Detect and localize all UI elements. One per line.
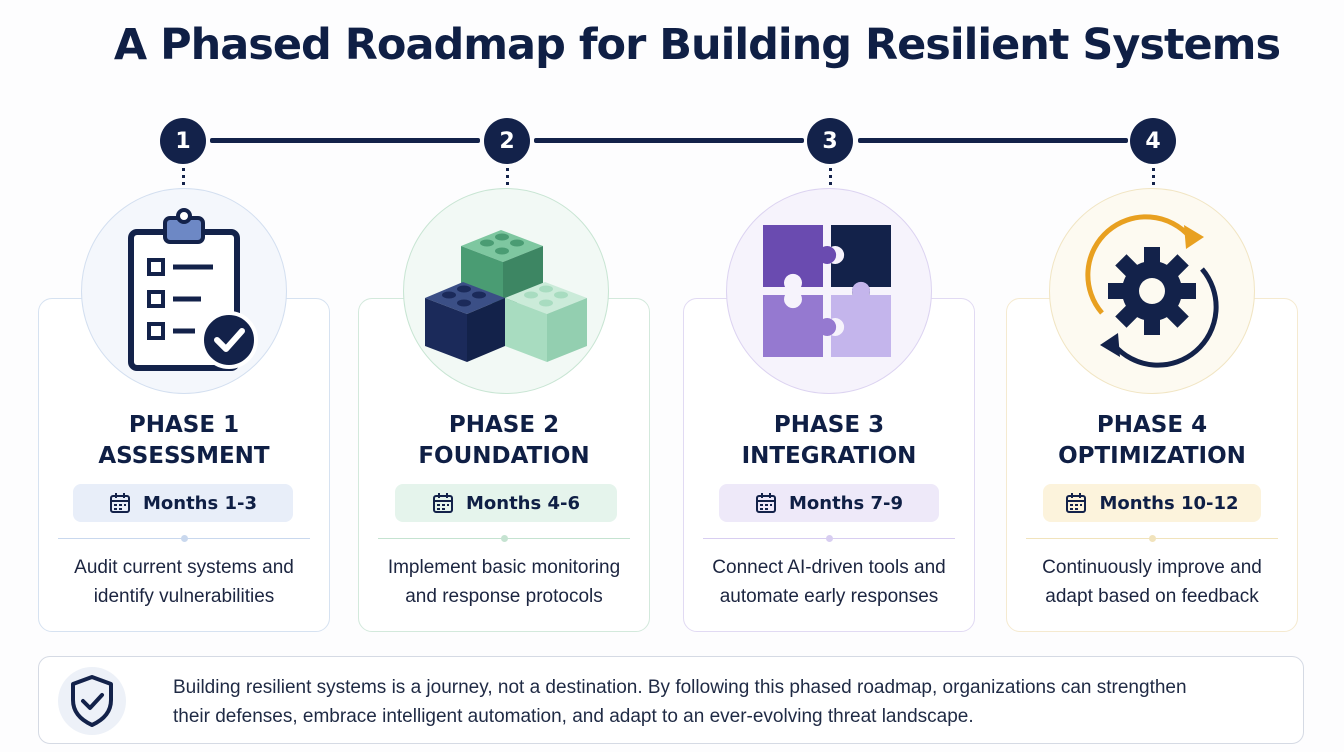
description-line: Audit current systems and — [74, 557, 294, 578]
step-number-3: 3 — [807, 118, 853, 164]
shield-check-icon — [58, 667, 126, 735]
phase-icon-circle-1 — [81, 188, 287, 394]
dotted-connector — [829, 168, 832, 190]
phase-label: PHASE 1 — [128, 412, 240, 438]
phase-name: OPTIMIZATION — [1058, 443, 1246, 469]
description-line: Connect AI-driven tools and — [712, 557, 946, 578]
calendar-icon — [109, 493, 130, 513]
duration-badge-4: Months 10-12 — [1043, 484, 1261, 522]
puzzle-pieces-icon — [763, 225, 891, 357]
step-number-1: 1 — [160, 118, 206, 164]
phase-icon-circle-3 — [726, 188, 932, 394]
calendar-icon — [755, 493, 776, 513]
duration-label: Months 7-9 — [788, 492, 903, 514]
phase-icon-circle-2 — [403, 188, 609, 394]
dotted-connector — [1152, 168, 1155, 190]
description-line: automate early responses — [719, 586, 939, 607]
duration-badge-2: Months 4-6 — [395, 484, 617, 522]
phase-title-4: PHASE 4 OPTIMIZATION — [1006, 410, 1298, 472]
timeline-connector — [210, 138, 480, 143]
phase-name: INTEGRATION — [741, 443, 917, 469]
card-divider — [703, 535, 955, 542]
phase-card-1 — [38, 298, 330, 632]
calendar-icon — [432, 493, 453, 513]
phase-name: ASSESSMENT — [98, 443, 270, 469]
clipboard-checklist-icon — [128, 208, 258, 371]
gear-cycle-icon — [1085, 214, 1219, 368]
phase-label: PHASE 3 — [773, 412, 885, 438]
phase-icon-circle-4 — [1049, 188, 1255, 394]
card-divider — [1026, 535, 1278, 542]
phase-description-1: Audit current systems and identify vulne… — [38, 553, 330, 611]
phase-label: PHASE 4 — [1096, 412, 1208, 438]
step-number-4: 4 — [1130, 118, 1176, 164]
phase-title-3: PHASE 3 INTEGRATION — [683, 410, 975, 472]
building-blocks-icon — [425, 230, 587, 362]
phase-description-2: Implement basic monitoring and response … — [358, 553, 650, 611]
phase-title-2: PHASE 2 FOUNDATION — [358, 410, 650, 472]
dotted-connector — [506, 168, 509, 190]
description-line: adapt based on feedback — [1045, 586, 1259, 607]
step-number-2: 2 — [484, 118, 530, 164]
phase-name: FOUNDATION — [418, 443, 590, 469]
description-line: Implement basic monitoring — [387, 557, 621, 578]
phase-title-1: PHASE 1 ASSESSMENT — [38, 410, 330, 472]
timeline-connector — [534, 138, 804, 143]
description-line: identify vulnerabilities — [93, 586, 275, 607]
timeline-connector — [858, 138, 1128, 143]
phase-description-3: Connect AI-driven tools and automate ear… — [683, 553, 975, 611]
duration-label: Months 4-6 — [465, 492, 580, 514]
card-divider — [378, 535, 630, 542]
card-divider — [58, 535, 310, 542]
calendar-icon — [1066, 493, 1087, 513]
phase-description-4: Continuously improve and adapt based on … — [1006, 553, 1298, 611]
dotted-connector — [182, 168, 185, 190]
page-title: A Phased Roadmap for Building Resilient … — [113, 20, 1281, 70]
phase-label: PHASE 2 — [448, 412, 560, 438]
duration-badge-1: Months 1-3 — [73, 484, 293, 522]
description-line: and response protocols — [405, 586, 603, 607]
duration-badge-3: Months 7-9 — [719, 484, 939, 522]
duration-label: Months 1-3 — [142, 492, 257, 514]
summary-box: Building resilient systems is a journey,… — [38, 656, 1304, 744]
description-line: Continuously improve and — [1042, 557, 1262, 578]
duration-label: Months 10-12 — [1099, 492, 1239, 514]
summary-text: Building resilient systems is a journey,… — [173, 677, 1187, 727]
